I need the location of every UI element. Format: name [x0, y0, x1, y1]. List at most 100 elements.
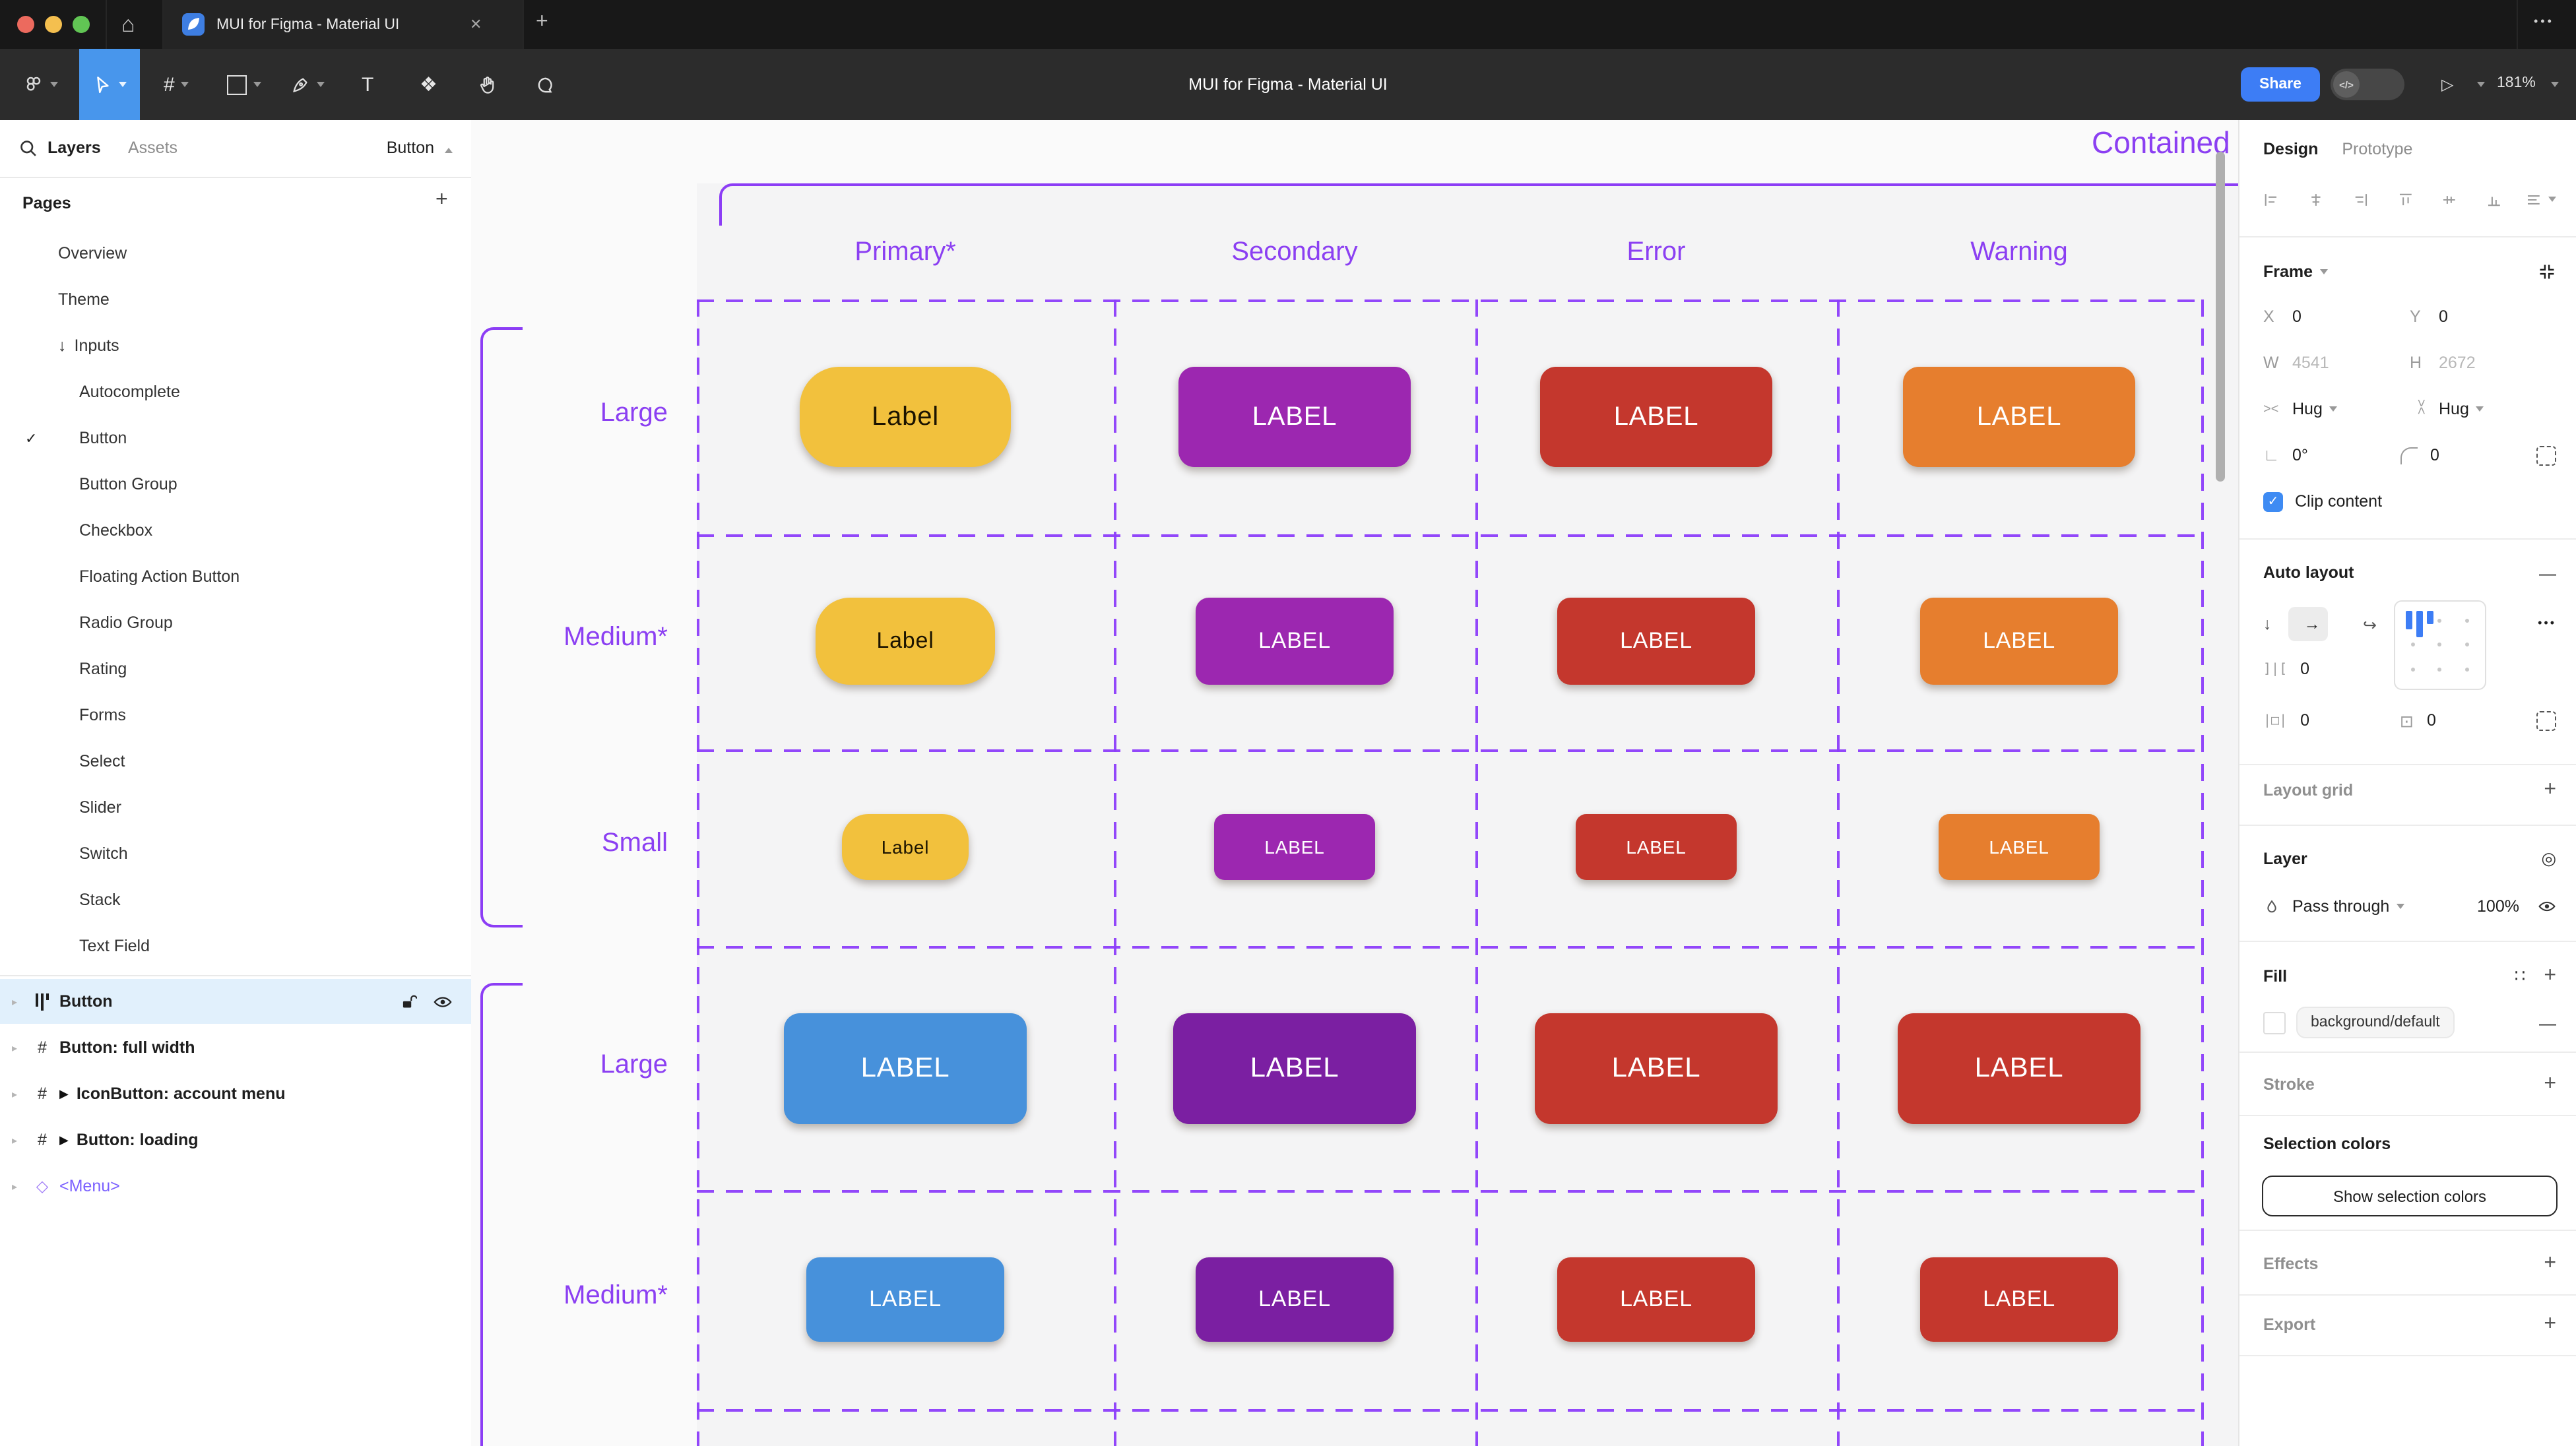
layer-row[interactable]: ▸#▶IconButton: account menu: [0, 1071, 471, 1116]
sidebar-page-item[interactable]: Slider: [0, 785, 550, 830]
visibility-icon[interactable]: [433, 991, 453, 1011]
sidebar-page-item[interactable]: Overview: [0, 231, 529, 276]
expand-chevron-icon[interactable]: ▸: [12, 1134, 18, 1146]
sidebar-page-item[interactable]: Select: [0, 739, 550, 784]
layer-row[interactable]: ▸#▶Button: loading: [0, 1117, 471, 1162]
expand-chevron-icon[interactable]: ▸: [12, 1088, 18, 1100]
alignment-grid[interactable]: [2394, 600, 2486, 690]
expand-chevron-icon[interactable]: ▸: [12, 1042, 18, 1053]
mui-button[interactable]: LABEL: [1178, 367, 1411, 467]
tab-prototype[interactable]: Prototype: [2342, 140, 2413, 158]
mui-button[interactable]: Label: [800, 367, 1011, 467]
chevron-down-icon[interactable]: [2477, 82, 2485, 87]
add-effect-button[interactable]: +: [2544, 1252, 2556, 1274]
dev-mode-toggle[interactable]: </>: [2331, 69, 2404, 100]
add-page-button[interactable]: +: [435, 189, 448, 211]
gap-field[interactable]: ]|[0: [2263, 660, 2410, 678]
traffic-close-button[interactable]: [17, 16, 34, 33]
window-more-icon[interactable]: •••: [2534, 15, 2554, 28]
traffic-zoom-button[interactable]: [73, 16, 90, 33]
mui-button[interactable]: LABEL: [1557, 1257, 1755, 1342]
add-fill-button[interactable]: +: [2544, 964, 2556, 987]
layer-row[interactable]: ▸◇<Menu>: [0, 1164, 471, 1209]
tab-layers[interactable]: Layers: [48, 139, 101, 157]
mui-button[interactable]: LABEL: [1576, 814, 1737, 880]
vertical-sizing-dropdown[interactable]: ><Hug: [2410, 398, 2556, 418]
mui-button[interactable]: LABEL: [806, 1257, 1004, 1342]
chevron-down-icon[interactable]: [2319, 269, 2328, 274]
remove-auto-layout-button[interactable]: —: [2539, 563, 2556, 582]
align-left-icon[interactable]: [2263, 189, 2279, 209]
mui-button[interactable]: LABEL: [1939, 814, 2100, 880]
canvas-scrollbar[interactable]: [2216, 152, 2225, 482]
sidebar-page-item[interactable]: Button Group: [0, 462, 550, 507]
move-tool-button[interactable]: [79, 49, 140, 120]
sidebar-page-item[interactable]: Radio Group: [0, 600, 550, 645]
align-top-icon[interactable]: [2397, 189, 2413, 209]
mui-button[interactable]: Label: [816, 598, 995, 685]
file-tab[interactable]: MUI for Figma - Material UI ✕: [164, 0, 523, 49]
horizontal-padding-field[interactable]: |□|0: [2263, 711, 2400, 730]
frame-tool-button[interactable]: #: [164, 49, 189, 120]
direction-down-button[interactable]: ↓: [2263, 615, 2272, 633]
present-button[interactable]: ▷: [2441, 75, 2454, 94]
blend-mode-icon[interactable]: [2263, 898, 2280, 915]
hand-tool-button[interactable]: [478, 49, 498, 120]
show-selection-colors-button[interactable]: Show selection colors: [2262, 1176, 2558, 1216]
align-bottom-icon[interactable]: [2487, 189, 2503, 209]
add-export-button[interactable]: +: [2544, 1313, 2556, 1335]
sidebar-page-item[interactable]: Floating Action Button: [0, 554, 550, 599]
independent-padding-icon[interactable]: [2536, 710, 2556, 730]
sidebar-page-item[interactable]: Forms: [0, 693, 550, 738]
blend-mode-dropdown[interactable]: Pass through: [2292, 897, 2390, 916]
layer-row[interactable]: ▸Button: [0, 979, 471, 1024]
mui-button[interactable]: LABEL: [784, 1013, 1027, 1124]
sidebar-page-item[interactable]: ↓Inputs: [0, 323, 529, 368]
align-horizontal-center-icon[interactable]: [2308, 189, 2324, 209]
search-icon[interactable]: [18, 139, 38, 158]
resources-tool-button[interactable]: ❖: [420, 49, 437, 120]
tab-close-icon[interactable]: ✕: [470, 17, 482, 33]
new-tab-button[interactable]: +: [536, 11, 548, 33]
expand-chevron-icon[interactable]: ▸: [12, 995, 18, 1007]
zoom-level[interactable]: 181%: [2497, 75, 2536, 91]
remove-fill-button[interactable]: —: [2539, 1013, 2556, 1032]
mui-button[interactable]: LABEL: [1920, 1257, 2118, 1342]
home-icon[interactable]: ⌂: [121, 12, 135, 37]
clip-content-checkbox[interactable]: ✓: [2263, 491, 2283, 511]
comment-tool-button[interactable]: [536, 49, 556, 120]
mui-button[interactable]: LABEL: [1214, 814, 1375, 880]
mask-icon[interactable]: ◎: [2541, 848, 2556, 868]
lock-open-icon[interactable]: [400, 993, 417, 1010]
fill-color-swatch[interactable]: [2263, 1011, 2286, 1034]
rotation-field[interactable]: ∟0°: [2263, 446, 2400, 464]
mui-button[interactable]: LABEL: [1173, 1013, 1416, 1124]
sidebar-page-item[interactable]: Switch: [0, 831, 550, 876]
vertical-padding-field[interactable]: ⊡0: [2400, 710, 2536, 730]
tab-assets[interactable]: Assets: [128, 139, 178, 157]
auto-layout-more-icon[interactable]: •••: [2538, 616, 2556, 629]
page-selector[interactable]: Button: [386, 139, 434, 157]
sidebar-page-item[interactable]: Theme: [0, 277, 529, 322]
corner-radius-field[interactable]: 0: [2400, 446, 2536, 464]
mui-button[interactable]: LABEL: [1196, 598, 1394, 685]
tab-design[interactable]: Design: [2263, 140, 2319, 158]
direction-right-button[interactable]: →: [2303, 615, 2321, 633]
mui-button[interactable]: LABEL: [1557, 598, 1755, 685]
sidebar-page-item[interactable]: ✓Button: [0, 416, 550, 460]
independent-corners-icon[interactable]: [2536, 445, 2556, 465]
styles-icon[interactable]: ∷: [2514, 966, 2526, 986]
add-stroke-button[interactable]: +: [2544, 1073, 2556, 1095]
sidebar-page-item[interactable]: Checkbox: [0, 508, 550, 553]
share-button[interactable]: Share: [2241, 67, 2320, 102]
pen-tool-button[interactable]: [290, 49, 325, 120]
sidebar-page-item[interactable]: Autocomplete: [0, 369, 550, 414]
opacity-value[interactable]: 100%: [2477, 897, 2519, 916]
chevron-down-icon[interactable]: [2551, 82, 2559, 87]
mui-button[interactable]: LABEL: [1920, 598, 2118, 685]
add-layout-grid-button[interactable]: +: [2544, 778, 2556, 801]
frame-label[interactable]: Frame: [2263, 263, 2313, 281]
